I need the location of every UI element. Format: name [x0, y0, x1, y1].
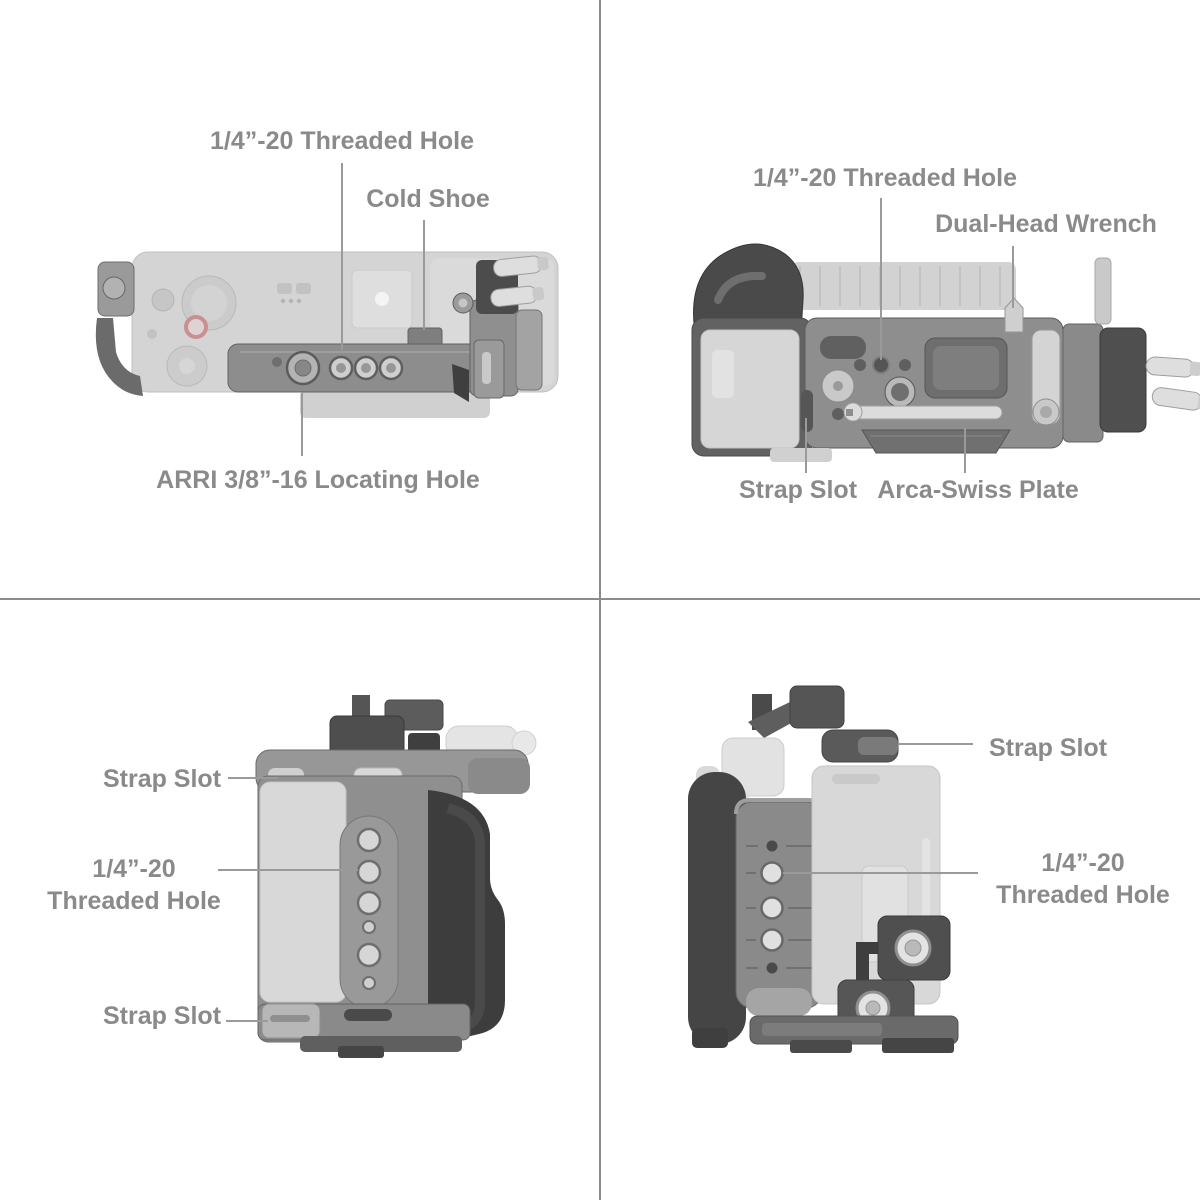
callout-strap-slot-top: Strap Slot — [102, 765, 222, 793]
vertical-divider — [599, 0, 601, 1200]
leader-line — [341, 163, 343, 350]
callout-arca-swiss-plate: Arca-Swiss Plate — [877, 476, 1079, 504]
right-side-view-illustration — [688, 685, 959, 1053]
dual-head-wrench — [1004, 297, 1024, 333]
bottom-view-illustration — [691, 243, 1200, 462]
cold-shoe — [407, 327, 443, 347]
callout-strap-slot-bottom: Strap Slot — [102, 1002, 222, 1030]
callout-cold-shoe: Cold Shoe — [366, 185, 490, 213]
leader-line — [218, 869, 358, 871]
callout-threaded-hole: 1/4”-20 Threaded Hole — [47, 853, 221, 917]
callout-strap-slot: Strap Slot — [988, 734, 1108, 762]
leader-line — [423, 220, 425, 330]
leader-line — [898, 743, 973, 745]
callout-threaded-hole: 1/4”-20 Threaded Hole — [210, 127, 474, 155]
leader-line — [226, 1020, 268, 1022]
hand-grip — [427, 790, 505, 1044]
callout-threaded-hole: 1/4”-20 Threaded Hole — [996, 847, 1170, 911]
leader-line — [228, 777, 278, 779]
strap-slot — [801, 390, 813, 432]
horizontal-divider — [0, 598, 1200, 600]
threaded-hole-column — [760, 861, 784, 952]
callout-strap-slot: Strap Slot — [738, 476, 858, 504]
leader-line — [301, 392, 303, 456]
record-button-ring — [184, 315, 208, 339]
leader-line — [1012, 246, 1014, 308]
callout-line: Threaded Hole — [996, 881, 1170, 909]
callout-arri-locating-hole: ARRI 3/8”-16 Locating Hole — [156, 466, 480, 494]
leader-line — [880, 198, 882, 360]
hand-grip — [688, 772, 746, 1044]
threaded-hole-column — [356, 827, 382, 968]
top-view-illustration — [95, 251, 559, 418]
leader-line — [805, 418, 807, 473]
callout-line: Threaded Hole — [47, 887, 221, 915]
callout-line: 1/4”-20 — [92, 855, 176, 883]
leader-line — [964, 428, 966, 473]
callout-dual-head-wrench: Dual-Head Wrench — [935, 210, 1157, 238]
callout-line: 1/4”-20 — [1041, 849, 1125, 877]
arca-swiss-plate — [861, 429, 1011, 454]
left-side-view-illustration — [255, 695, 537, 1058]
leader-line — [783, 872, 978, 874]
callout-threaded-hole: 1/4”-20 Threaded Hole — [753, 164, 1017, 192]
